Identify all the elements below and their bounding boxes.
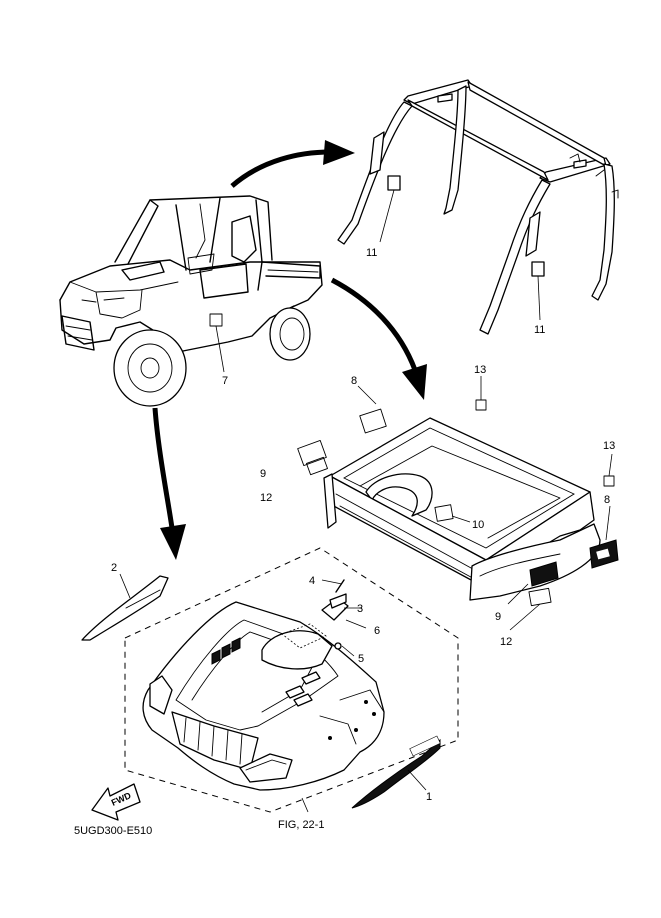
cargo-bed (297, 376, 619, 631)
hood-assembly (81, 547, 459, 813)
callout-13-top: 13 (474, 364, 486, 376)
fig-reference: FIG, 22-1 (278, 819, 324, 831)
arrow-to-cargo-bed-head (402, 364, 427, 400)
arrow-to-roll-cage (230, 149, 331, 188)
arrow-to-hood (152, 407, 175, 529)
vehicle-overview (59, 195, 323, 407)
arrow-to-hood-head (160, 524, 186, 560)
roll-cage (337, 79, 619, 335)
flow-arrows (152, 140, 427, 560)
forward-direction-indicator: FWD (91, 783, 141, 821)
callout-11-left: 11 (366, 247, 377, 259)
callout-7: 7 (222, 375, 228, 387)
callout-10: 10 (472, 519, 484, 531)
callout-11-right: 11 (534, 324, 545, 336)
figure-code: 5UGD300-E510 (74, 825, 152, 837)
callout-9-left: 9 (260, 468, 266, 480)
callout-5: 5 (358, 653, 364, 665)
callout-13-right: 13 (603, 440, 615, 452)
callout-12-right: 12 (500, 636, 512, 648)
callout-8-top: 8 (351, 375, 357, 387)
callout-12-left: 12 (260, 492, 272, 504)
callout-8-right: 8 (604, 494, 610, 506)
callout-3: 3 (357, 603, 363, 615)
callout-1: 1 (426, 791, 432, 803)
callout-6: 6 (374, 625, 380, 637)
callout-4: 4 (309, 575, 315, 587)
callout-labels: 7 11 11 8 13 13 9 12 8 10 9 12 2 4 3 6 5… (111, 247, 615, 803)
callout-9-right: 9 (495, 611, 501, 623)
arrow-to-roll-cage-head (323, 140, 355, 165)
callout-2: 2 (111, 562, 117, 574)
arrow-to-cargo-bed (330, 277, 418, 371)
